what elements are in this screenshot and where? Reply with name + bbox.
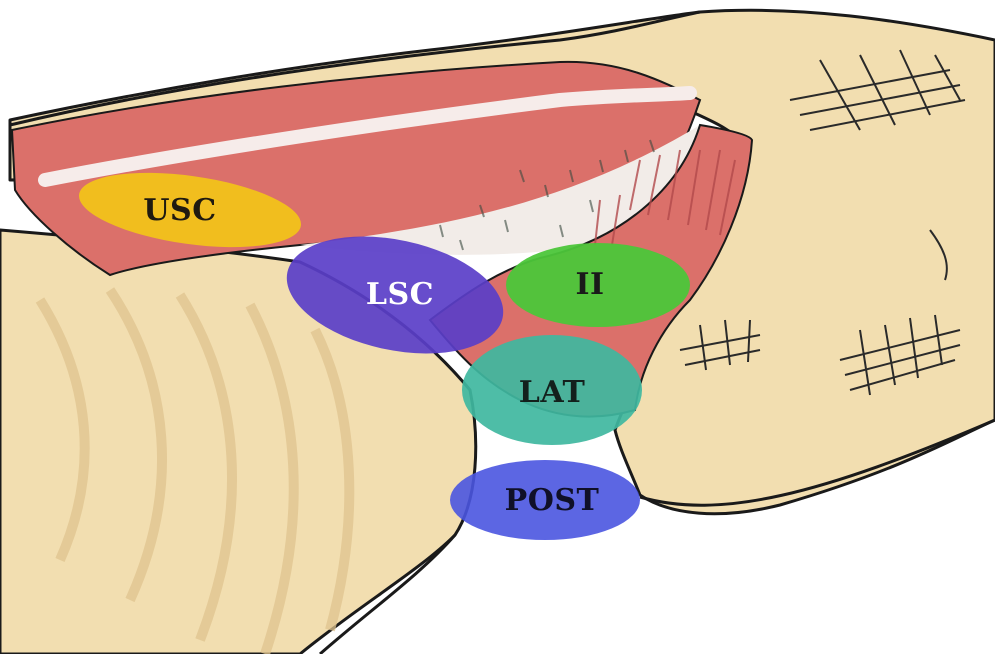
label-post: POST: [505, 483, 600, 518]
label-lsc: LSC: [366, 277, 434, 312]
label-usc: USC: [143, 193, 216, 228]
label-ii: II: [575, 267, 604, 302]
label-lat: LAT: [519, 375, 586, 410]
